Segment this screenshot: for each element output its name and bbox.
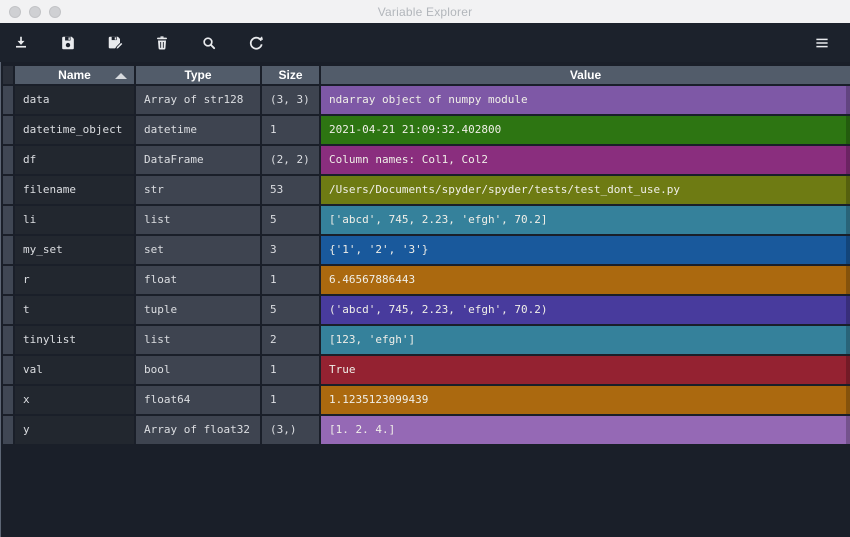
minimize-button[interactable] — [29, 5, 41, 18]
refresh-variables-button[interactable] — [240, 28, 272, 58]
variable-type-cell[interactable]: bool — [136, 356, 260, 384]
options-menu-button[interactable] — [806, 28, 838, 58]
variable-size-cell[interactable]: 1 — [262, 386, 319, 414]
row-index-handle — [3, 176, 13, 204]
options-menu-icon — [813, 34, 831, 52]
search-icon — [199, 33, 219, 53]
variable-value-cell[interactable]: {'1', '2', '3'} — [321, 236, 850, 264]
variable-name-cell[interactable]: t — [15, 296, 134, 324]
row-index-handle — [3, 266, 13, 294]
toolbar — [0, 23, 850, 62]
variable-value-cell[interactable]: ndarray object of numpy module — [321, 86, 850, 114]
titlebar: Variable Explorer — [0, 0, 850, 23]
sort-ascending-icon — [115, 73, 127, 79]
save-data-button[interactable] — [52, 28, 84, 58]
import-icon — [11, 33, 31, 53]
row-index-handle — [3, 356, 13, 384]
variable-size-cell[interactable]: (3, 3) — [262, 86, 319, 114]
import-data-button[interactable] — [5, 28, 37, 58]
row-index-handle — [3, 386, 13, 414]
variable-size-cell[interactable]: 1 — [262, 356, 319, 384]
variable-value-cell[interactable]: [123, 'efgh'] — [321, 326, 850, 354]
save-icon — [58, 33, 78, 53]
variable-type-cell[interactable]: list — [136, 326, 260, 354]
variable-name-cell[interactable]: li — [15, 206, 134, 234]
variable-type-cell[interactable]: DataFrame — [136, 146, 260, 174]
variable-size-cell[interactable]: 3 — [262, 236, 319, 264]
save-as-icon — [105, 33, 125, 53]
column-header-value[interactable]: Value — [321, 66, 850, 84]
variable-type-cell[interactable]: list — [136, 206, 260, 234]
variable-size-cell[interactable]: 5 — [262, 296, 319, 324]
variable-type-cell[interactable]: tuple — [136, 296, 260, 324]
row-index-handle — [3, 236, 13, 264]
row-index-handle — [3, 296, 13, 324]
column-header-name[interactable]: Name — [15, 66, 134, 84]
row-index-handle — [3, 116, 13, 144]
row-index-handle — [3, 326, 13, 354]
variable-size-cell[interactable]: 2 — [262, 326, 319, 354]
column-header-type[interactable]: Type — [136, 66, 260, 84]
variable-size-cell[interactable]: 1 — [262, 266, 319, 294]
variable-size-cell[interactable]: 1 — [262, 116, 319, 144]
variable-size-cell[interactable]: 5 — [262, 206, 319, 234]
variable-name-cell[interactable]: y — [15, 416, 134, 444]
variable-value-cell[interactable]: Column names: Col1, Col2 — [321, 146, 850, 174]
variable-size-cell[interactable]: 53 — [262, 176, 319, 204]
variable-name-cell[interactable]: val — [15, 356, 134, 384]
variable-value-cell[interactable]: [1. 2. 4.] — [321, 416, 850, 444]
variables-panel: Name Type Size Value data Array of str12… — [0, 62, 850, 537]
variable-value-cell[interactable]: 2021-04-21 21:09:32.402800 — [321, 116, 850, 144]
variable-name-cell[interactable]: my_set — [15, 236, 134, 264]
variable-size-cell[interactable]: (3,) — [262, 416, 319, 444]
variable-type-cell[interactable]: float — [136, 266, 260, 294]
variable-size-cell[interactable]: (2, 2) — [262, 146, 319, 174]
variable-type-cell[interactable]: Array of str128 — [136, 86, 260, 114]
table-corner — [3, 66, 13, 84]
row-index-handle — [3, 416, 13, 444]
close-button[interactable] — [9, 5, 21, 18]
variable-value-cell[interactable]: ('abcd', 745, 2.23, 'efgh', 70.2) — [321, 296, 850, 324]
variable-name-cell[interactable]: r — [15, 266, 134, 294]
variable-type-cell[interactable]: datetime — [136, 116, 260, 144]
variable-name-cell[interactable]: df — [15, 146, 134, 174]
variable-value-cell[interactable]: 6.46567886443 — [321, 266, 850, 294]
variable-value-cell[interactable]: True — [321, 356, 850, 384]
row-index-handle — [3, 146, 13, 174]
variable-name-cell[interactable]: tinylist — [15, 326, 134, 354]
column-header-name-label: Name — [58, 68, 91, 82]
traffic-lights — [9, 0, 61, 23]
window-title: Variable Explorer — [377, 4, 473, 19]
row-index-handle — [3, 86, 13, 114]
refresh-icon — [246, 33, 266, 53]
save-data-as-button[interactable] — [99, 28, 131, 58]
row-index-handle — [3, 206, 13, 234]
variable-name-cell[interactable]: data — [15, 86, 134, 114]
variable-value-cell[interactable]: /Users/Documents/spyder/spyder/tests/tes… — [321, 176, 850, 204]
trash-icon — [152, 33, 172, 53]
variable-type-cell[interactable]: str — [136, 176, 260, 204]
remove-variable-button[interactable] — [146, 28, 178, 58]
variable-value-cell[interactable]: 1.1235123099439 — [321, 386, 850, 414]
variable-type-cell[interactable]: Array of float32 — [136, 416, 260, 444]
search-variable-button[interactable] — [193, 28, 225, 58]
column-header-size[interactable]: Size — [262, 66, 319, 84]
variables-table: Name Type Size Value data Array of str12… — [1, 62, 850, 444]
variable-name-cell[interactable]: filename — [15, 176, 134, 204]
zoom-button[interactable] — [49, 5, 61, 18]
variable-type-cell[interactable]: set — [136, 236, 260, 264]
variable-name-cell[interactable]: datetime_object — [15, 116, 134, 144]
variable-type-cell[interactable]: float64 — [136, 386, 260, 414]
variable-name-cell[interactable]: x — [15, 386, 134, 414]
variable-value-cell[interactable]: ['abcd', 745, 2.23, 'efgh', 70.2] — [321, 206, 850, 234]
